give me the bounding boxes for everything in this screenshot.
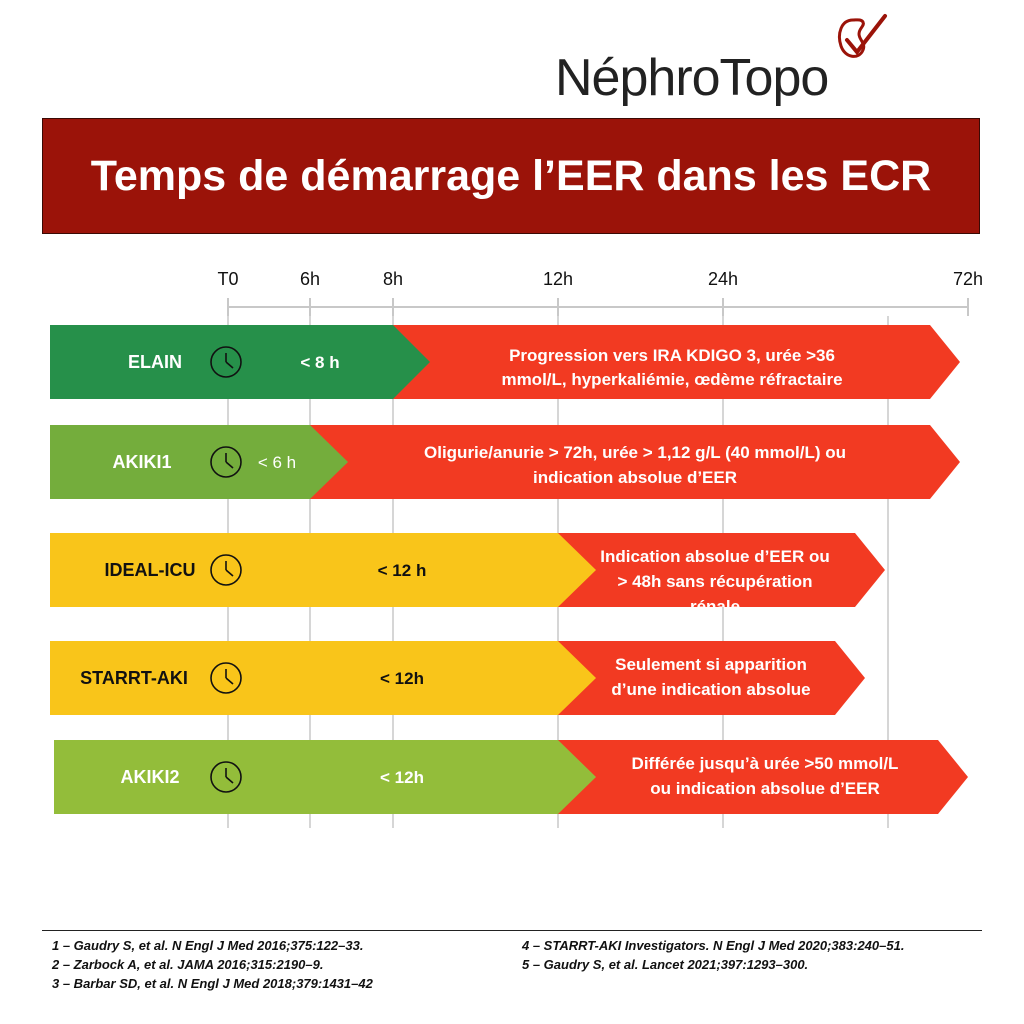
reference-4: 4 – STARRT-AKI Investigators. N Engl J M… (522, 938, 905, 953)
trial-name: IDEAL-ICU (105, 560, 196, 580)
criteria-arrow (308, 425, 960, 499)
logo-text: NéphroTopo (555, 49, 829, 107)
criteria-text: mmol/L, hyperkaliémie, œdème réfractaire (501, 370, 842, 389)
timeline-tick-label: T0 (217, 269, 238, 289)
early-phase-arrow (50, 533, 596, 607)
clock-icon (210, 554, 242, 586)
reference-3: 3 – Barbar SD, et al. N Engl J Med 2018;… (52, 976, 373, 991)
criteria-arrow (556, 740, 968, 814)
timeline-tick-label: 6h (300, 269, 320, 289)
trial-name: AKIKI1 (112, 452, 171, 472)
references-divider (42, 930, 982, 931)
criteria-text: Seulement si apparition (615, 655, 807, 674)
criteria-arrow (556, 641, 865, 715)
clock-hand (225, 569, 234, 577)
clock-hand (225, 776, 234, 784)
references-left: 1 – Gaudry S, et al. N Engl J Med 2016;3… (52, 936, 373, 993)
clock-hand (225, 461, 234, 469)
timeline-tick-label: 12h (543, 269, 573, 289)
clock-icon (210, 446, 242, 478)
nephrotopo-logo: NéphroTopo (555, 14, 915, 120)
time-window-label: < 12h (380, 669, 424, 688)
kidney-check-icon (838, 14, 887, 58)
criteria-text: > 48h sans récupération (617, 572, 812, 591)
clock-icon (210, 662, 242, 694)
time-window-label: < 12h (380, 768, 424, 787)
criteria-arrow (391, 325, 960, 399)
criteria-text: Indication absolue d’EER ou (600, 547, 830, 566)
trial-name: ELAIN (128, 352, 182, 372)
clock-icon (210, 761, 242, 793)
timeline-tick-label: 24h (708, 269, 738, 289)
reference-5: 5 – Gaudry S, et al. Lancet 2021;397:129… (522, 957, 809, 972)
early-phase-arrow (50, 325, 430, 399)
timeline-tick-label: 72h (953, 269, 983, 289)
references-right: 4 – STARRT-AKI Investigators. N Engl J M… (522, 936, 904, 974)
reference-1: 1 – Gaudry S, et al. N Engl J Med 2016;3… (52, 938, 364, 953)
trial-name: AKIKI2 (120, 767, 179, 787)
early-phase-arrow (50, 425, 348, 499)
early-phase-arrow (50, 641, 596, 715)
title-banner: Temps de démarrage l’EER dans les ECR (42, 118, 980, 234)
clock-icon (210, 346, 242, 378)
page-title: Temps de démarrage l’EER dans les ECR (90, 151, 932, 200)
reference-2: 2 – Zarbock A, et al. JAMA 2016;315:2190… (52, 957, 324, 972)
time-window-label: < 8 h (300, 353, 339, 372)
criteria-text: d’une indication absolue (611, 680, 810, 699)
time-window-label: < 6 h (258, 453, 296, 472)
criteria-text: indication absolue d’EER (533, 468, 737, 487)
criteria-text: Oligurie/anurie > 72h, urée > 1,12 g/L (… (424, 443, 846, 462)
early-phase-arrow (54, 740, 596, 814)
criteria-text: Progression vers IRA KDIGO 3, urée >36 (509, 346, 835, 365)
criteria-text: rénale (690, 597, 740, 616)
clock-hand (225, 677, 234, 685)
criteria-arrow (556, 533, 885, 607)
criteria-text: ou indication absolue d’EER (650, 779, 880, 798)
timeline-tick-label: 8h (383, 269, 403, 289)
time-window-label: < 12 h (378, 561, 427, 580)
criteria-text: Différée jusqu’à urée >50 mmol/L (632, 754, 899, 773)
clock-hand (225, 361, 234, 369)
trial-name: STARRT-AKI (80, 668, 188, 688)
